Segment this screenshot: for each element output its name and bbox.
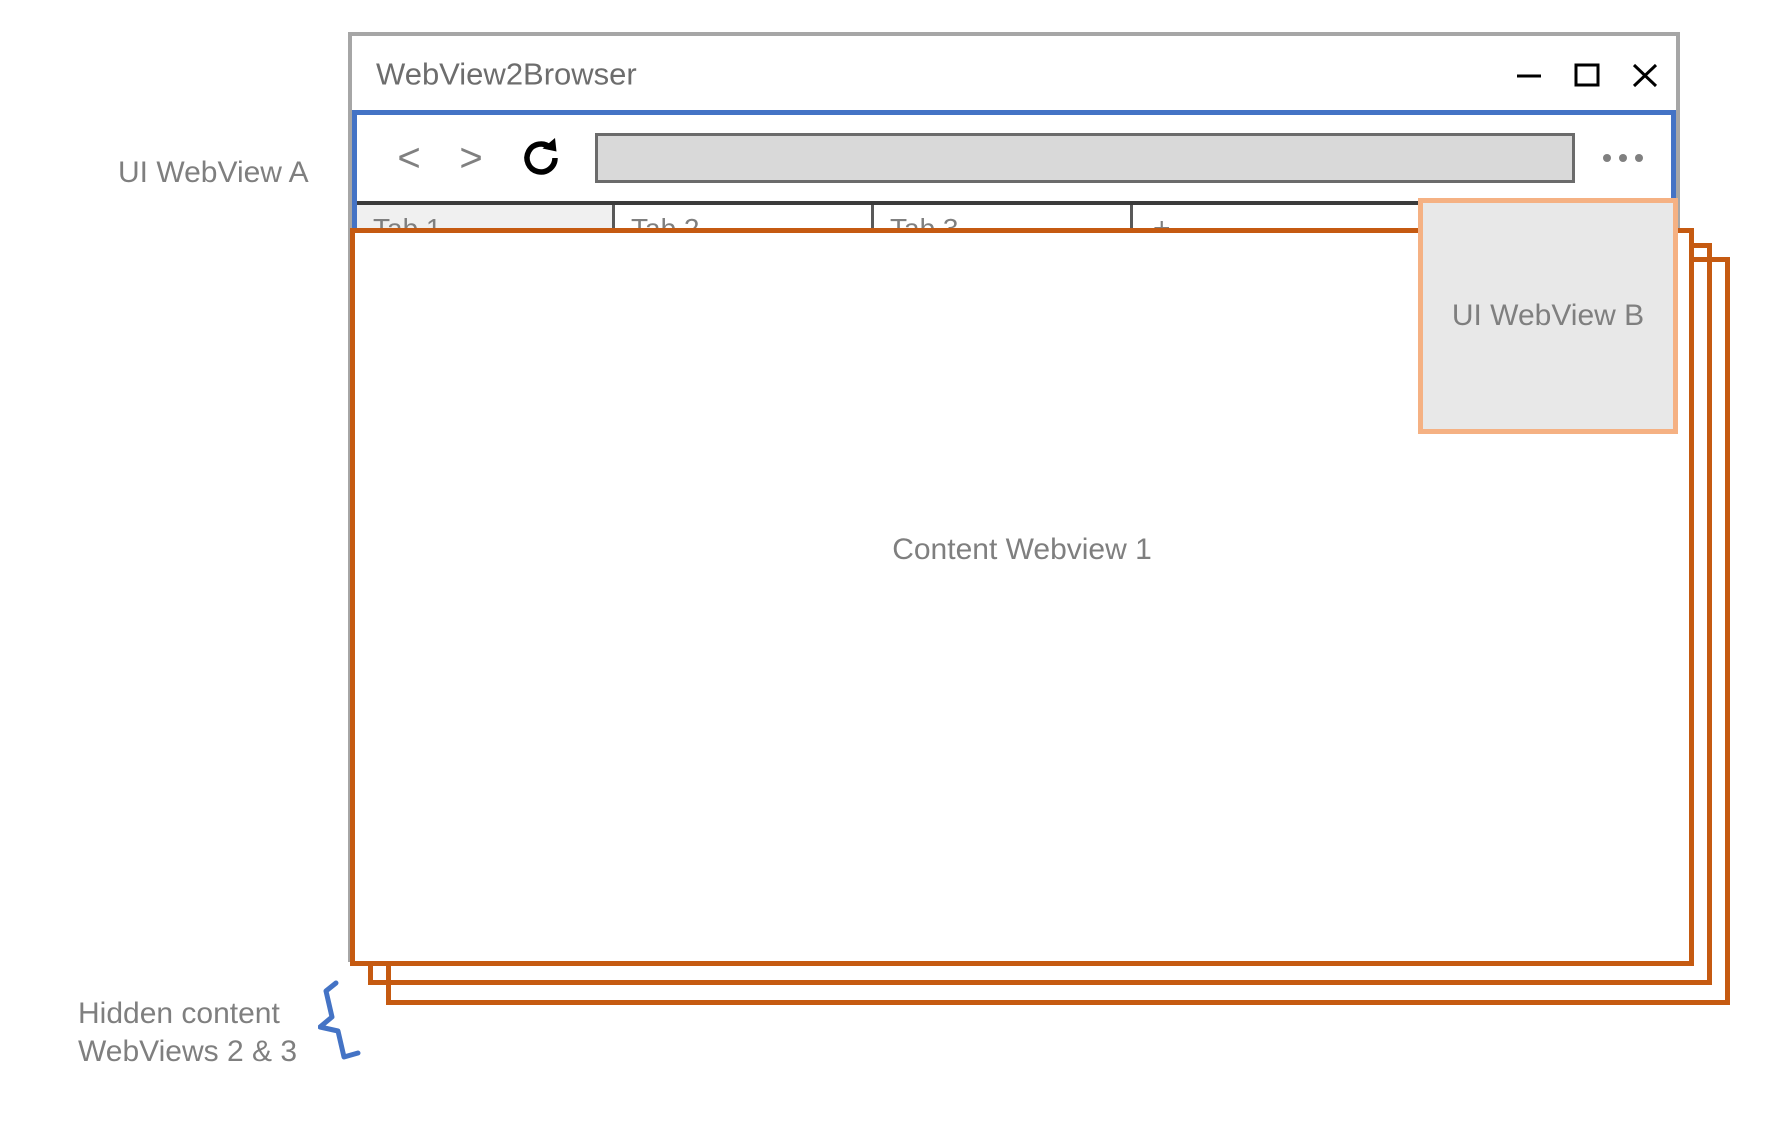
browser-toolbar: < > [357, 115, 1671, 201]
annotation-hidden-content-line1: Hidden content [78, 997, 280, 1030]
ellipsis-icon-dot-2 [1619, 154, 1627, 162]
reload-button[interactable] [513, 135, 569, 181]
annotation-ui-webview-a: UI WebView A [118, 156, 309, 189]
curly-brace-icon [318, 980, 361, 1060]
minimize-icon [1517, 74, 1541, 78]
window-title: WebView2Browser [376, 56, 637, 92]
close-icon [1632, 63, 1658, 88]
minimize-button[interactable] [1512, 58, 1546, 92]
ellipsis-icon-dot-3 [1635, 154, 1643, 162]
content-webview-1-label: Content Webview 1 [892, 533, 1152, 566]
annotation-hidden-content-line2: WebViews 2 & 3 [78, 1035, 298, 1069]
maximize-icon [1574, 63, 1600, 87]
ui-webview-b-label: UI WebView B [1451, 299, 1645, 332]
title-bar: WebView2Browser [352, 36, 1676, 114]
ellipsis-icon-dot-1 [1603, 154, 1611, 162]
window-controls [1512, 58, 1662, 92]
back-button[interactable]: < [397, 135, 421, 180]
address-bar[interactable] [595, 133, 1575, 183]
reload-icon [524, 138, 558, 175]
close-button[interactable] [1628, 58, 1662, 92]
forward-button[interactable]: > [459, 135, 483, 180]
ui-webview-b: UI WebView B [1418, 198, 1678, 434]
overflow-menu-button[interactable] [1575, 128, 1671, 188]
maximize-button[interactable] [1570, 58, 1604, 92]
